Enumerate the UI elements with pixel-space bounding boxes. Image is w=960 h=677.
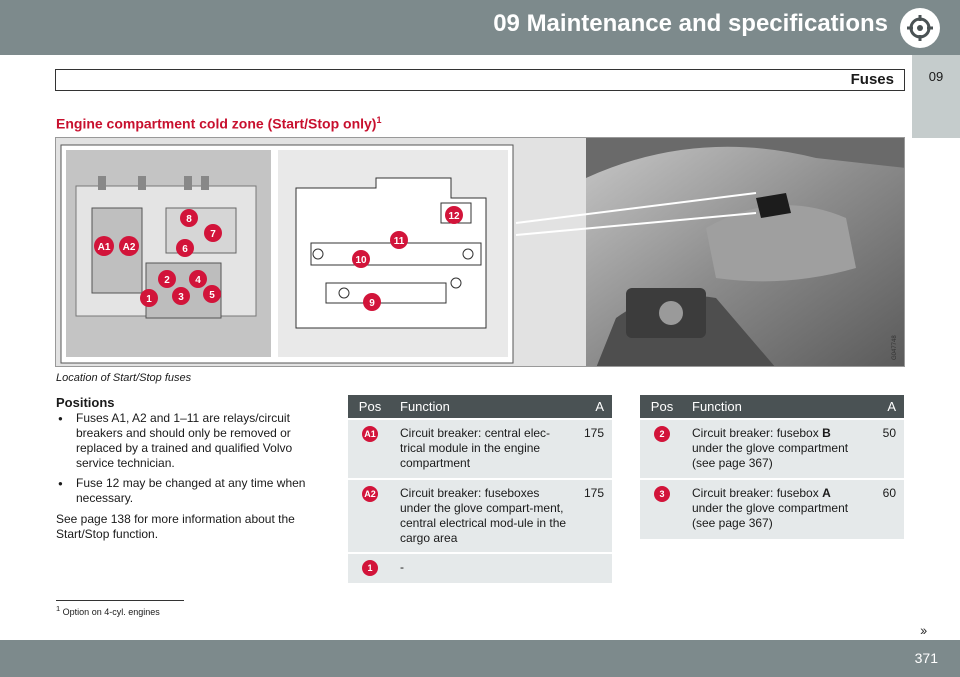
fuse-marker-11: 11 [394,236,405,247]
positions-bullet-1: Fuses A1, A2 and 1–11 are relays/circuit… [56,411,318,471]
footnote-marker: 1 [376,115,382,125]
fuse-marker-10: 10 [355,255,367,266]
col-header-amp: A [868,395,904,419]
fuse-marker-a2: A2 [123,242,136,253]
table-row: 3 Circuit breaker: fusebox A under the g… [640,478,904,539]
subsection-title: Engine compartment cold zone (Start/Stop… [56,115,381,132]
amp-cell: 60 [868,478,904,539]
footer-bar: 371 [0,640,960,677]
chapter-title: 09 Maintenance and specifications [493,10,888,37]
fuse-table-right: Pos Function A 2 Circuit breaker: fusebo… [640,395,904,539]
footnote-divider [56,600,184,601]
fuse-table-left: Pos Function A A1 Circuit breaker: centr… [348,395,612,583]
col-header-pos: Pos [640,395,684,419]
fuse-marker-6: 6 [182,244,188,255]
function-cell: - [392,552,576,583]
fuse-marker-a1: A1 [98,242,111,253]
col-header-amp: A [575,395,612,419]
side-tab-label: 09 [928,69,944,84]
figure-caption: Location of Start/Stop fuses [56,372,192,384]
fuse-marker-7: 7 [210,229,216,240]
fuse-marker-2: 2 [164,275,170,286]
header-bar: 09 Maintenance and specifications [0,0,960,55]
pos-badge: 1 [362,560,378,576]
fuse-marker-8: 8 [186,214,192,225]
fuse-marker-5: 5 [209,290,215,301]
page-number: 371 [914,650,938,666]
amp-cell: 50 [868,418,904,479]
col-header-pos: Pos [348,395,392,419]
function-cell: Circuit breaker: fuseboxes under the glo… [392,478,576,553]
fuse-marker-1: 1 [146,294,152,305]
section-title: Fuses [850,71,894,88]
fuse-marker-12: 12 [448,211,460,222]
col-header-function: Function [392,395,576,419]
next-page-icon[interactable]: ›› [920,622,927,638]
pos-badge: 3 [654,486,670,502]
fuse-marker-4: 4 [195,275,201,286]
section-header: Fuses [55,69,905,91]
pos-badge: 2 [654,426,670,442]
fuse-marker-9: 9 [369,298,375,309]
chapter-side-tab[interactable]: 09 [912,55,960,138]
col-header-function: Function [684,395,868,419]
function-cell: Circuit breaker: fusebox B under the glo… [684,418,868,479]
pos-badge: A2 [362,486,378,502]
pos-badge: A1 [362,426,378,442]
function-cell: Circuit breaker: central elec-trical mod… [392,418,576,479]
positions-heading: Positions [56,395,115,410]
amp-cell: 175 [575,478,612,553]
fuse-location-figure: G047748 A1 A2 1 2 [55,137,905,367]
positions-section: Positions Fuses A1, A2 and 1–11 are rela… [56,395,318,542]
table-row: 1 - [348,552,612,583]
table-row: 2 Circuit breaker: fusebox B under the g… [640,418,904,479]
positions-bullet-2: Fuse 12 may be changed at any time when … [56,476,318,506]
amp-cell: 175 [575,418,612,479]
function-cell: Circuit breaker: fusebox A under the glo… [684,478,868,539]
table-row: A1 Circuit breaker: central elec-trical … [348,418,612,479]
start-stop-reference: See page 138 for more information about … [56,512,295,541]
subsection-title-text: Engine compartment cold zone (Start/Stop… [56,115,377,132]
wrench-gear-icon [900,8,940,48]
amp-cell [575,552,612,583]
fuse-marker-3: 3 [178,292,184,303]
table-row: A2 Circuit breaker: fuseboxes under the … [348,478,612,553]
footnote: 1 Option on 4-cyl. engines [56,604,160,617]
figure-code: G047748 [892,335,898,360]
